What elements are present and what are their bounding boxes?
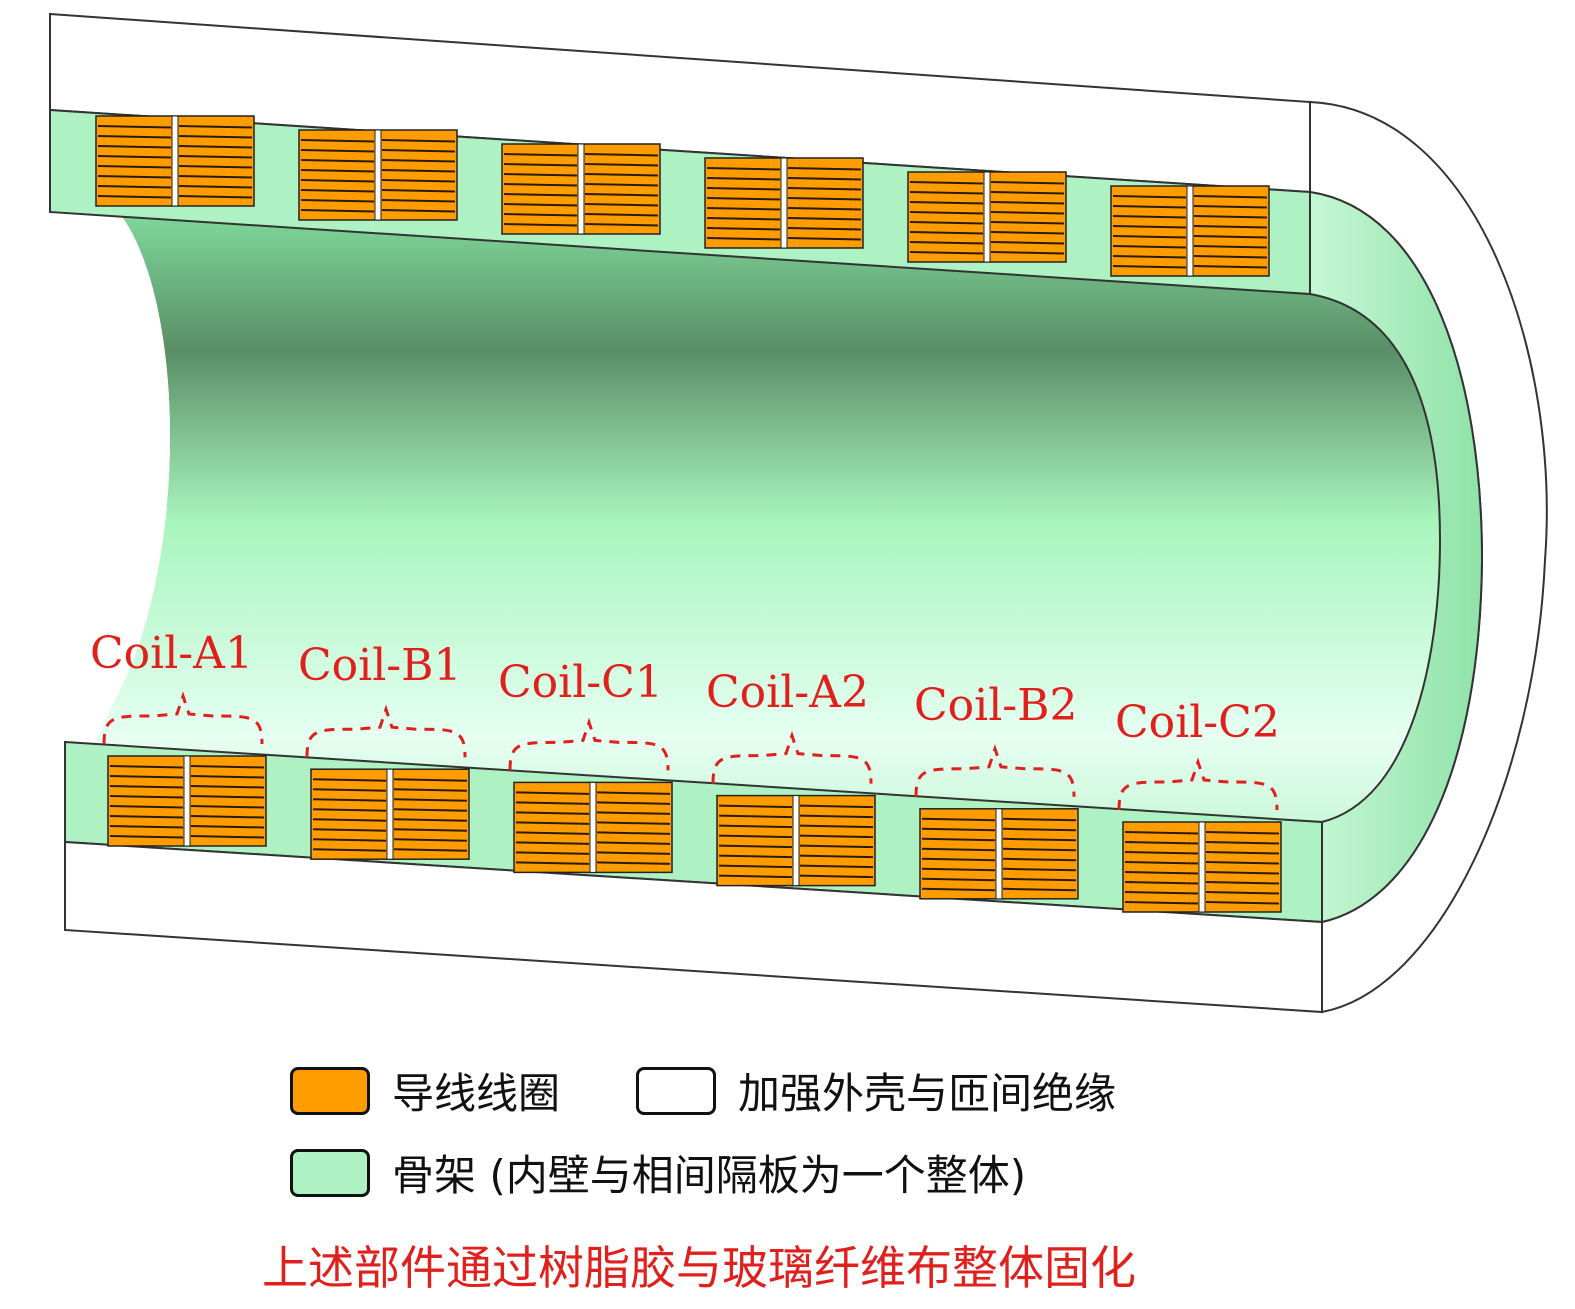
top-coil-block: [298, 129, 458, 221]
coil-label: Coil-A2: [706, 667, 869, 718]
coil-label: Coil-C2: [1115, 697, 1280, 748]
bottom-coil-block: [310, 768, 470, 860]
legend-label-frame: 骨架 (内壁与相间隔板为一个整体): [392, 1151, 1027, 1200]
coil-label: Coil-C1: [498, 657, 663, 708]
legend-item-shell: 加强外壳与匝间绝缘: [636, 1060, 1116, 1121]
legend-item-frame: 骨架 (内壁与相间隔板为一个整体): [290, 1142, 1026, 1203]
coil-cross-section-diagram: Coil-A1 Coil-B1 Coil-C1 Coil-A2 Coil-B2 Coil-…: [49, 12, 1548, 1014]
bottom-coil-block: [1122, 821, 1282, 913]
bottom-coil-block: [716, 794, 876, 887]
bottom-coil-block: [107, 755, 267, 847]
bottom-coil-block: [919, 808, 1079, 900]
coil-label: Coil-B2: [914, 680, 1078, 731]
coil-swatch: [290, 1066, 370, 1115]
top-coil-block: [501, 143, 661, 235]
bore-left-opening: [50, 212, 170, 742]
coil-bracket: [914, 744, 1076, 797]
coil-bracket: [508, 717, 670, 771]
coil-labels: Coil-A1 Coil-B1 Coil-C1 Coil-A2 Coil-B2 Coil-…: [90, 628, 1280, 748]
legend-item-coil: 导线线圈: [290, 1060, 560, 1121]
coil-bracket: [102, 691, 264, 745]
bottom-coil-block: [513, 781, 673, 874]
legend-label-coil: 导线线圈: [392, 1069, 561, 1118]
coil-label: Coil-B1: [298, 640, 462, 691]
top-coil-block: [907, 171, 1067, 263]
bottom-coil-windings: [107, 755, 1282, 913]
bore-inner-wall: [95, 214, 1440, 830]
coil-label: Coil-A1: [90, 628, 253, 679]
shell-swatch: [636, 1066, 716, 1115]
curing-note: 上述部件通过树脂胶与玻璃纤维布整体固化: [262, 1241, 1136, 1295]
top-coil-block: [704, 157, 864, 249]
frame-swatch: [290, 1148, 370, 1197]
coil-bracket: [305, 704, 467, 758]
end-ring-frame: [1309, 190, 1484, 924]
coil-brackets: [102, 691, 1279, 811]
top-coil-block: [1110, 185, 1270, 277]
legend-label-shell: 加强外壳与匝间绝缘: [738, 1069, 1117, 1118]
top-coil-windings: [95, 115, 1270, 277]
coil-bracket: [711, 730, 873, 784]
coil-bracket: [1117, 757, 1279, 811]
top-coil-block: [95, 115, 255, 207]
